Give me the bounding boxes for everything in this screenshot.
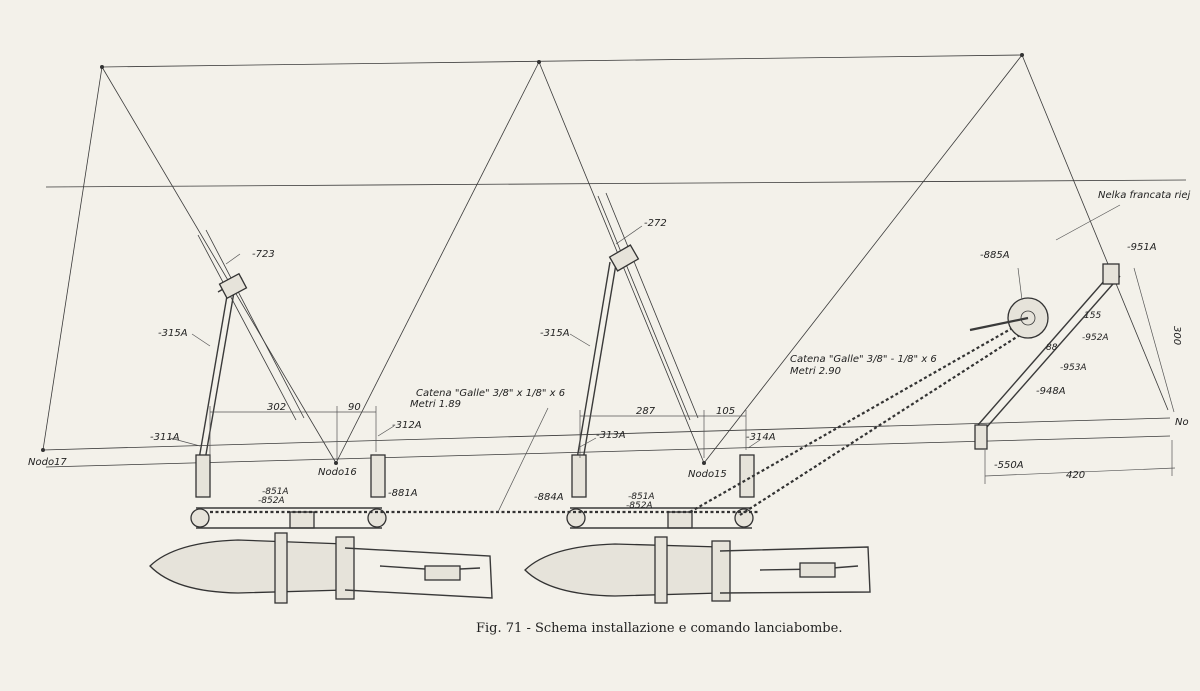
dim-287: 287 [636,406,656,417]
label-312a: -312A [392,420,422,431]
strut-assembly-middle [566,244,755,529]
label-852a-mid: -852A [626,501,653,511]
figure-caption: Fig. 71 - Schema installazione e comando… [476,621,843,636]
control-lever-assembly [969,263,1121,450]
label-951a: -951A [1127,242,1157,253]
label-nodo17: Nodo17 [28,457,67,468]
label-885a: -885A [980,250,1010,261]
chain-left-length: Metri 1.89 [410,399,461,410]
label-851a-mid: -851A [628,492,655,502]
label-315a-left: -315A [158,328,188,339]
chain-right-spec: Catena "Galle" 3/8" - 1/8" x 6 [790,354,937,365]
dim-420: 420 [1066,470,1085,481]
dim-300: 300 [1171,326,1182,345]
dim-105: 105 [716,406,735,417]
label-315a-mid: -315A [540,328,570,339]
part-labels: -723 -272 -315A -315A -311A -312A -313A … [28,190,1191,511]
label-851a-left: -851A [262,487,289,497]
label-953a: -953A [1060,363,1087,373]
chain-annotations: Catena "Galle" 3/8" x 1/8" x 6 Metri 1.8… [410,354,937,410]
label-952a: -952A [1082,333,1109,343]
bomb-left [149,532,493,604]
label-nodo-right: No [1175,417,1189,428]
node-markers [41,53,1024,465]
release-rods [196,507,752,529]
dimension-labels: 302 90 287 105 420 300 88 155 [267,311,1182,481]
label-314a: -314A [746,432,776,443]
dim-302: 302 [267,402,286,413]
bomb-right [524,536,871,604]
label-550a: -550A [994,460,1024,471]
dim-90: 90 [348,402,361,413]
label-311a: -311A [150,432,180,443]
wing-truss [42,54,1187,468]
label-nodo15: Nodo15 [688,469,727,480]
strut-assembly-left [190,272,387,529]
dim-88: 88 [1046,343,1058,353]
dim-155: 155 [1084,311,1101,321]
label-884a: -884A [534,492,564,503]
label-723: -723 [252,249,275,260]
label-881a: -881A [388,488,418,499]
label-852a-left: -852A [258,496,285,506]
label-nodo16: Nodo16 [318,467,357,478]
label-272: -272 [644,218,667,229]
label-nelka: Nelka francata riej [1098,190,1191,201]
chain-right-length: Metri 2.90 [790,366,841,377]
chain-left-spec: Catena "Galle" 3/8" x 1/8" x 6 [416,388,565,399]
control-chains [210,317,1041,516]
label-948a: -948A [1036,386,1066,397]
label-313a: -313A [596,430,626,441]
dimension-lines [169,204,1176,513]
